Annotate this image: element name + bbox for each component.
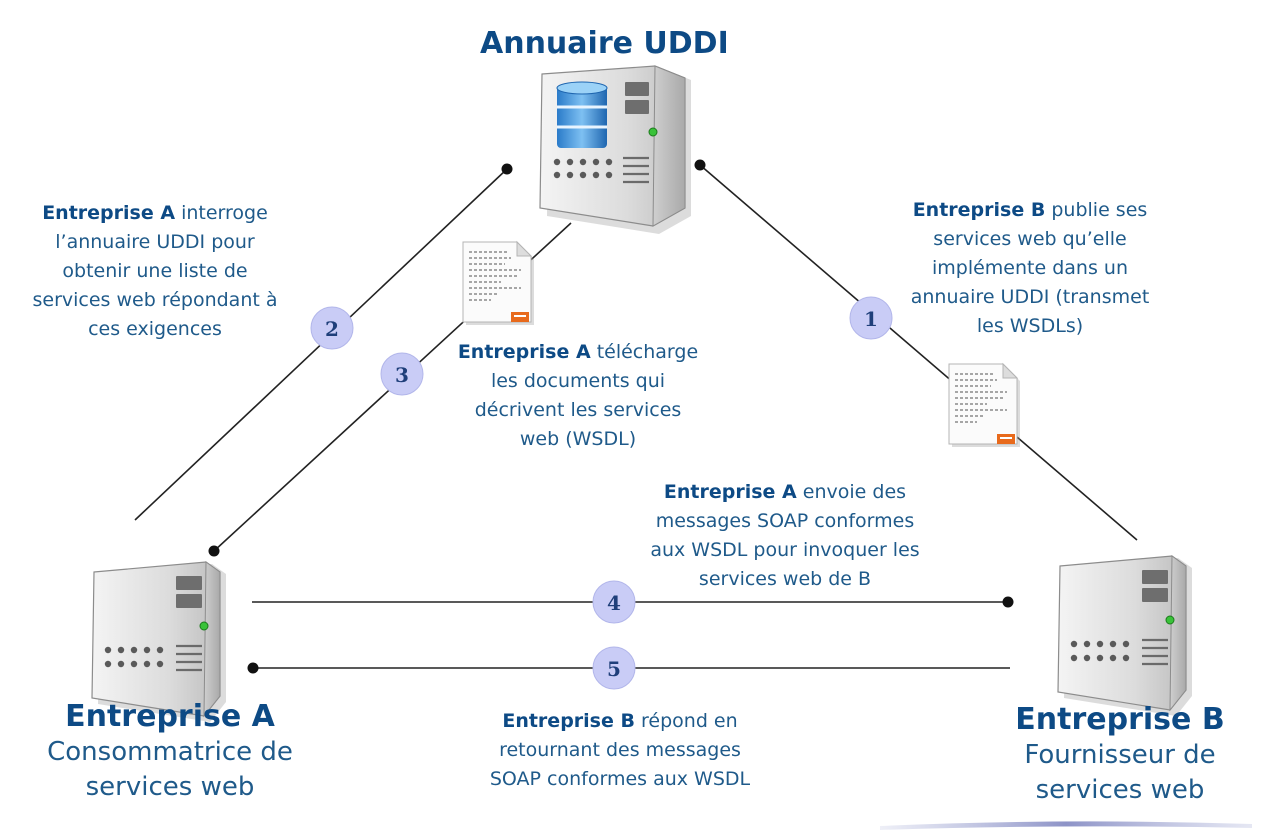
step-4-description: Entreprise A envoie des messages SOAP co…	[630, 478, 940, 594]
uddi-title: Annuaire UDDI	[480, 26, 729, 61]
step-4-actor: Entreprise A	[663, 481, 797, 503]
step-2-actor: Entreprise A	[42, 202, 176, 224]
step-2-line-2: l’annuaire UDDI pour	[55, 231, 255, 253]
wsdl-document-icon-left	[462, 240, 534, 325]
step-4-line-1: Entreprise A envoie des	[630, 478, 940, 507]
step-3-line-1: Entreprise A télécharge	[448, 338, 708, 367]
step-3-line-1-text: télécharge	[590, 341, 699, 363]
step-3-line-2: les documents qui	[490, 370, 666, 392]
step-4-line-1-text: envoie des	[796, 481, 907, 503]
step-badge-2: 2	[310, 306, 354, 350]
connector-dots	[208, 159, 1014, 674]
step-5-line-2: retournant des messages	[499, 739, 741, 761]
step-5-actor: Entreprise B	[502, 710, 635, 732]
entreprise-b-role-line-1: Fournisseur de	[1024, 740, 1216, 770]
step-badge-4-number: 4	[607, 591, 621, 615]
entreprise-a-role-line-2: services web	[85, 772, 255, 802]
dot-step-2-end	[501, 163, 513, 175]
step-1-line-4: annuaire UDDI (transmet	[910, 286, 1150, 308]
step-3-actor: Entreprise A	[457, 341, 591, 363]
dot-step-3-end	[208, 545, 220, 557]
dot-step-4-end	[1002, 596, 1014, 608]
step-badge-5-number: 5	[607, 657, 621, 681]
step-2-line-1: Entreprise A interroge	[20, 199, 290, 228]
step-5-line-1: Entreprise B répond en	[470, 707, 770, 736]
step-1-description: Entreprise B publie ses services web qu’…	[885, 196, 1175, 341]
uddi-server-icon	[539, 65, 691, 234]
step-3-line-3: décrivent les services	[474, 399, 682, 421]
step-1-line-5: les WSDLs)	[976, 315, 1084, 337]
step-2-description: Entreprise A interroge l’annuaire UDDI p…	[20, 199, 290, 344]
step-badge-3-number: 3	[395, 363, 409, 387]
dot-step-1-start	[694, 159, 706, 171]
entreprise-b-name: Entreprise B	[1015, 702, 1225, 737]
decorative-underline	[880, 821, 1252, 830]
entreprise-a-name: Entreprise A	[65, 699, 275, 734]
step-5-description: Entreprise B répond en retournant des me…	[470, 707, 770, 794]
step-3-line-4: web (WSDL)	[519, 428, 637, 450]
entreprise-a-label: Entreprise A Consommatrice de services w…	[30, 699, 310, 805]
step-badge-5: 5	[592, 646, 636, 690]
step-1-line-1-text: publie ses	[1045, 199, 1148, 221]
step-1-line-3: implémente dans un	[931, 257, 1128, 279]
step-badge-1: 1	[849, 296, 893, 340]
entreprise-b-role-line-2: services web	[1035, 775, 1205, 805]
step-badge-4: 4	[592, 580, 636, 624]
dot-step-5-end	[247, 662, 259, 674]
step-2-line-1-text: interroge	[175, 202, 268, 224]
wsdl-document-icon-right	[948, 362, 1020, 447]
step-3-description: Entreprise A télécharge les documents qu…	[448, 338, 708, 454]
step-4-line-3: aux WSDL pour invoquer les	[650, 539, 920, 561]
step-badge-2-number: 2	[325, 317, 339, 341]
step-4-line-4: services web de B	[698, 568, 872, 590]
step-badge-3: 3	[380, 352, 424, 396]
step-2-line-3: obtenir une liste de	[62, 260, 248, 282]
step-2-line-4: services web répondant à	[32, 289, 278, 311]
step-1-line-2: services web qu’elle	[933, 228, 1127, 250]
database-icon	[556, 81, 608, 148]
step-1-line-1: Entreprise B publie ses	[885, 196, 1175, 225]
step-5-line-1-text: répond en	[634, 710, 738, 732]
line-step-1	[699, 164, 1138, 541]
entreprise-a-role-line-1: Consommatrice de	[47, 737, 293, 767]
entreprise-b-server-icon	[1057, 555, 1192, 716]
entreprise-b-label: Entreprise B Fournisseur de services web	[990, 702, 1250, 808]
step-1-actor: Entreprise B	[912, 199, 1046, 221]
entreprise-a-server-icon	[91, 561, 226, 722]
step-4-line-2: messages SOAP conformes	[655, 510, 915, 532]
step-2-line-5: ces exigences	[88, 318, 222, 340]
step-badge-1-number: 1	[864, 307, 878, 331]
step-5-line-3: SOAP conformes aux WSDL	[489, 768, 751, 790]
